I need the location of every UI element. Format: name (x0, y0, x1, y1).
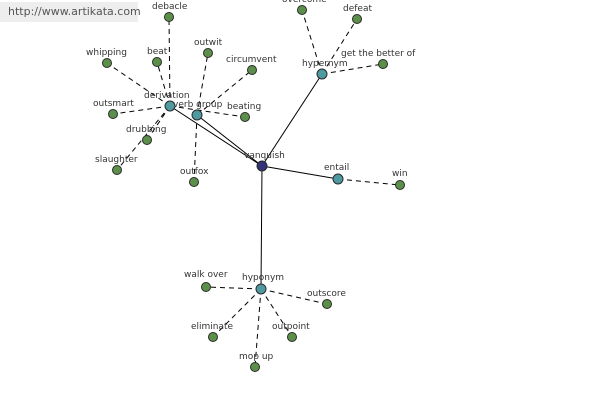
node-outscore[interactable] (322, 299, 332, 309)
node-beating[interactable] (240, 112, 250, 122)
labels: debacle whipping beat outsmart drubbing slaug… (86, 0, 416, 362)
label-outfox: outfox (180, 167, 209, 177)
label-circumvent: circumvent (226, 55, 277, 65)
node-drubbing[interactable] (142, 135, 152, 145)
node-get-the-better-of[interactable] (378, 59, 388, 69)
label-derivation: derivation (144, 91, 190, 101)
node-slaughter[interactable] (112, 165, 122, 175)
label-hyponym: hyponym (242, 273, 284, 283)
label-beating: beating (227, 102, 261, 112)
label-hypernym: hypernym (302, 59, 348, 69)
label-vanquish: vanquish (244, 151, 285, 161)
edge-hyponym-outpoint (260, 288, 293, 338)
site-watermark: http://www.artikata.com (0, 2, 141, 22)
edge-hypernym-get-the-better-of (321, 63, 384, 75)
edge-derivation-debacle (168, 16, 171, 107)
edges (106, 9, 401, 368)
edge-vanquish-hypernym (261, 73, 323, 167)
node-hypernym[interactable] (316, 68, 328, 80)
edge-hyponym-mop-up (254, 288, 262, 368)
edge-hypernym-defeat (321, 18, 358, 75)
edge-derivation-slaughter (116, 105, 171, 171)
label-entail: entail (324, 163, 349, 173)
label-outpoint: outpoint (272, 322, 310, 332)
label-eliminate: eliminate (191, 322, 234, 332)
edge-verb-group-circumvent (196, 69, 253, 116)
node-whipping[interactable] (102, 58, 112, 68)
node-vanquish[interactable] (256, 160, 268, 172)
edge-hypernym-overcome (301, 9, 323, 75)
node-outpoint[interactable] (287, 332, 297, 342)
node-win[interactable] (395, 180, 405, 190)
edge-hyponym-walk-over (205, 286, 262, 290)
label-drubbing: drubbing (126, 125, 166, 135)
node-debacle[interactable] (164, 12, 174, 22)
label-whipping: whipping (86, 48, 127, 58)
node-beat[interactable] (152, 57, 162, 67)
label-win: win (392, 169, 408, 179)
edge-entail-win (337, 178, 401, 186)
node-outfox[interactable] (189, 177, 199, 187)
node-overcome[interactable] (297, 5, 307, 15)
label-defeat: defeat (343, 4, 372, 14)
label-walk-over: walk over (184, 270, 228, 280)
label-mop-up: mop up (239, 352, 274, 362)
label-outscore: outscore (307, 289, 346, 299)
edge-verb-group-outwit (196, 52, 209, 116)
label-slaughter: slaughter (95, 155, 138, 165)
edge-derivation-outsmart (112, 105, 171, 115)
label-beat: beat (147, 47, 168, 57)
label-outsmart: outsmart (93, 99, 134, 109)
edge-hyponym-outscore (260, 288, 328, 305)
label-outwit: outwit (194, 38, 223, 48)
edge-derivation-drubbing (146, 105, 171, 141)
edge-derivation-beating (169, 105, 246, 118)
edge-vanquish-hyponym (260, 165, 263, 290)
node-defeat[interactable] (352, 14, 362, 24)
edge-verb-group-outfox (193, 114, 198, 183)
node-circumvent[interactable] (247, 65, 257, 75)
edge-vanquish-entail (261, 165, 339, 180)
edge-derivation-whipping (106, 62, 171, 107)
label-overcome: overcome (282, 0, 327, 5)
edge-vanquish-verb-group (196, 114, 263, 167)
node-walk-over[interactable] (201, 282, 211, 292)
edge-hyponym-eliminate (212, 288, 262, 338)
label-get-the-better-of: get the better of (341, 49, 416, 59)
edge-vanquish-derivation (169, 105, 263, 167)
edge-derivation-beat (156, 61, 171, 107)
node-outwit[interactable] (203, 48, 213, 58)
node-mop-up[interactable] (250, 362, 260, 372)
node-outsmart[interactable] (108, 109, 118, 119)
label-verb-group: verb group (173, 100, 223, 110)
label-debacle: debacle (152, 2, 188, 12)
node-verb-group[interactable] (191, 109, 203, 121)
node-hyponym[interactable] (255, 283, 267, 295)
node-derivation[interactable] (164, 100, 176, 112)
nodes (102, 5, 405, 372)
node-entail[interactable] (332, 173, 344, 185)
node-eliminate[interactable] (208, 332, 218, 342)
